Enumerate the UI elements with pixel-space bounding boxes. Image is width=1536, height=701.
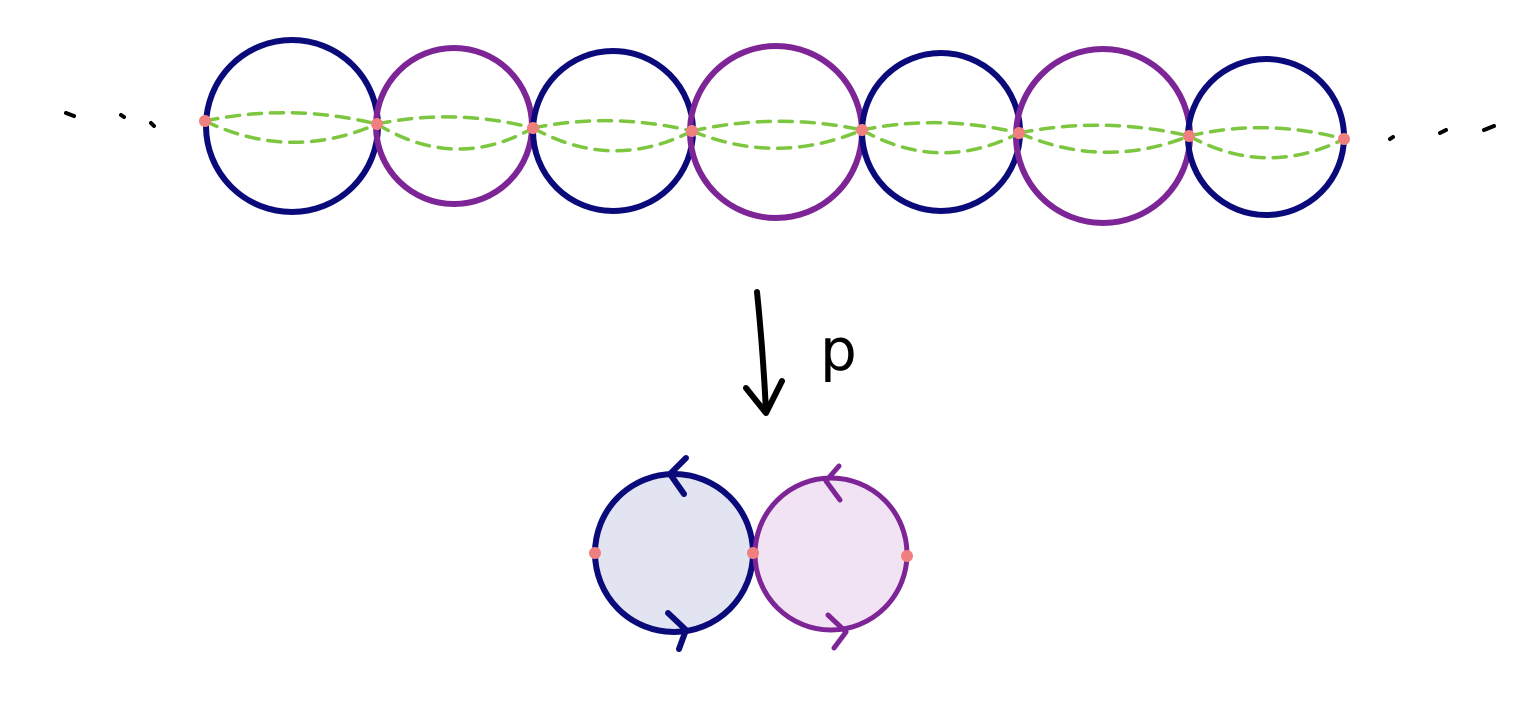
- cover-circle-6: [1013, 46, 1193, 226]
- cover-circle-1: [203, 37, 381, 215]
- down-arrow-icon: [743, 289, 785, 416]
- orientation-arrow-icon: [665, 455, 689, 652]
- covering-space: [64, 37, 1496, 226]
- covering-map: p: [743, 289, 857, 416]
- cover-circle-2: [373, 45, 535, 207]
- deck-transformation-dashes: [203, 110, 1346, 160]
- cover-circle-4: [687, 43, 865, 221]
- map-label: p: [820, 316, 857, 384]
- base-space: [589, 455, 913, 652]
- leading-ellipsis: [64, 111, 156, 128]
- trailing-ellipsis: [1388, 124, 1496, 141]
- cover-circle-7: [1185, 56, 1347, 218]
- base-circle-blue: [592, 471, 756, 635]
- base-circle-purple: [752, 475, 910, 633]
- orientation-arrow-icon: [823, 463, 849, 651]
- cover-basepoints: [199, 115, 1350, 145]
- cover-circle-5: [859, 50, 1023, 214]
- base-basepoints: [589, 547, 913, 562]
- cover-circle-3: [530, 48, 696, 214]
